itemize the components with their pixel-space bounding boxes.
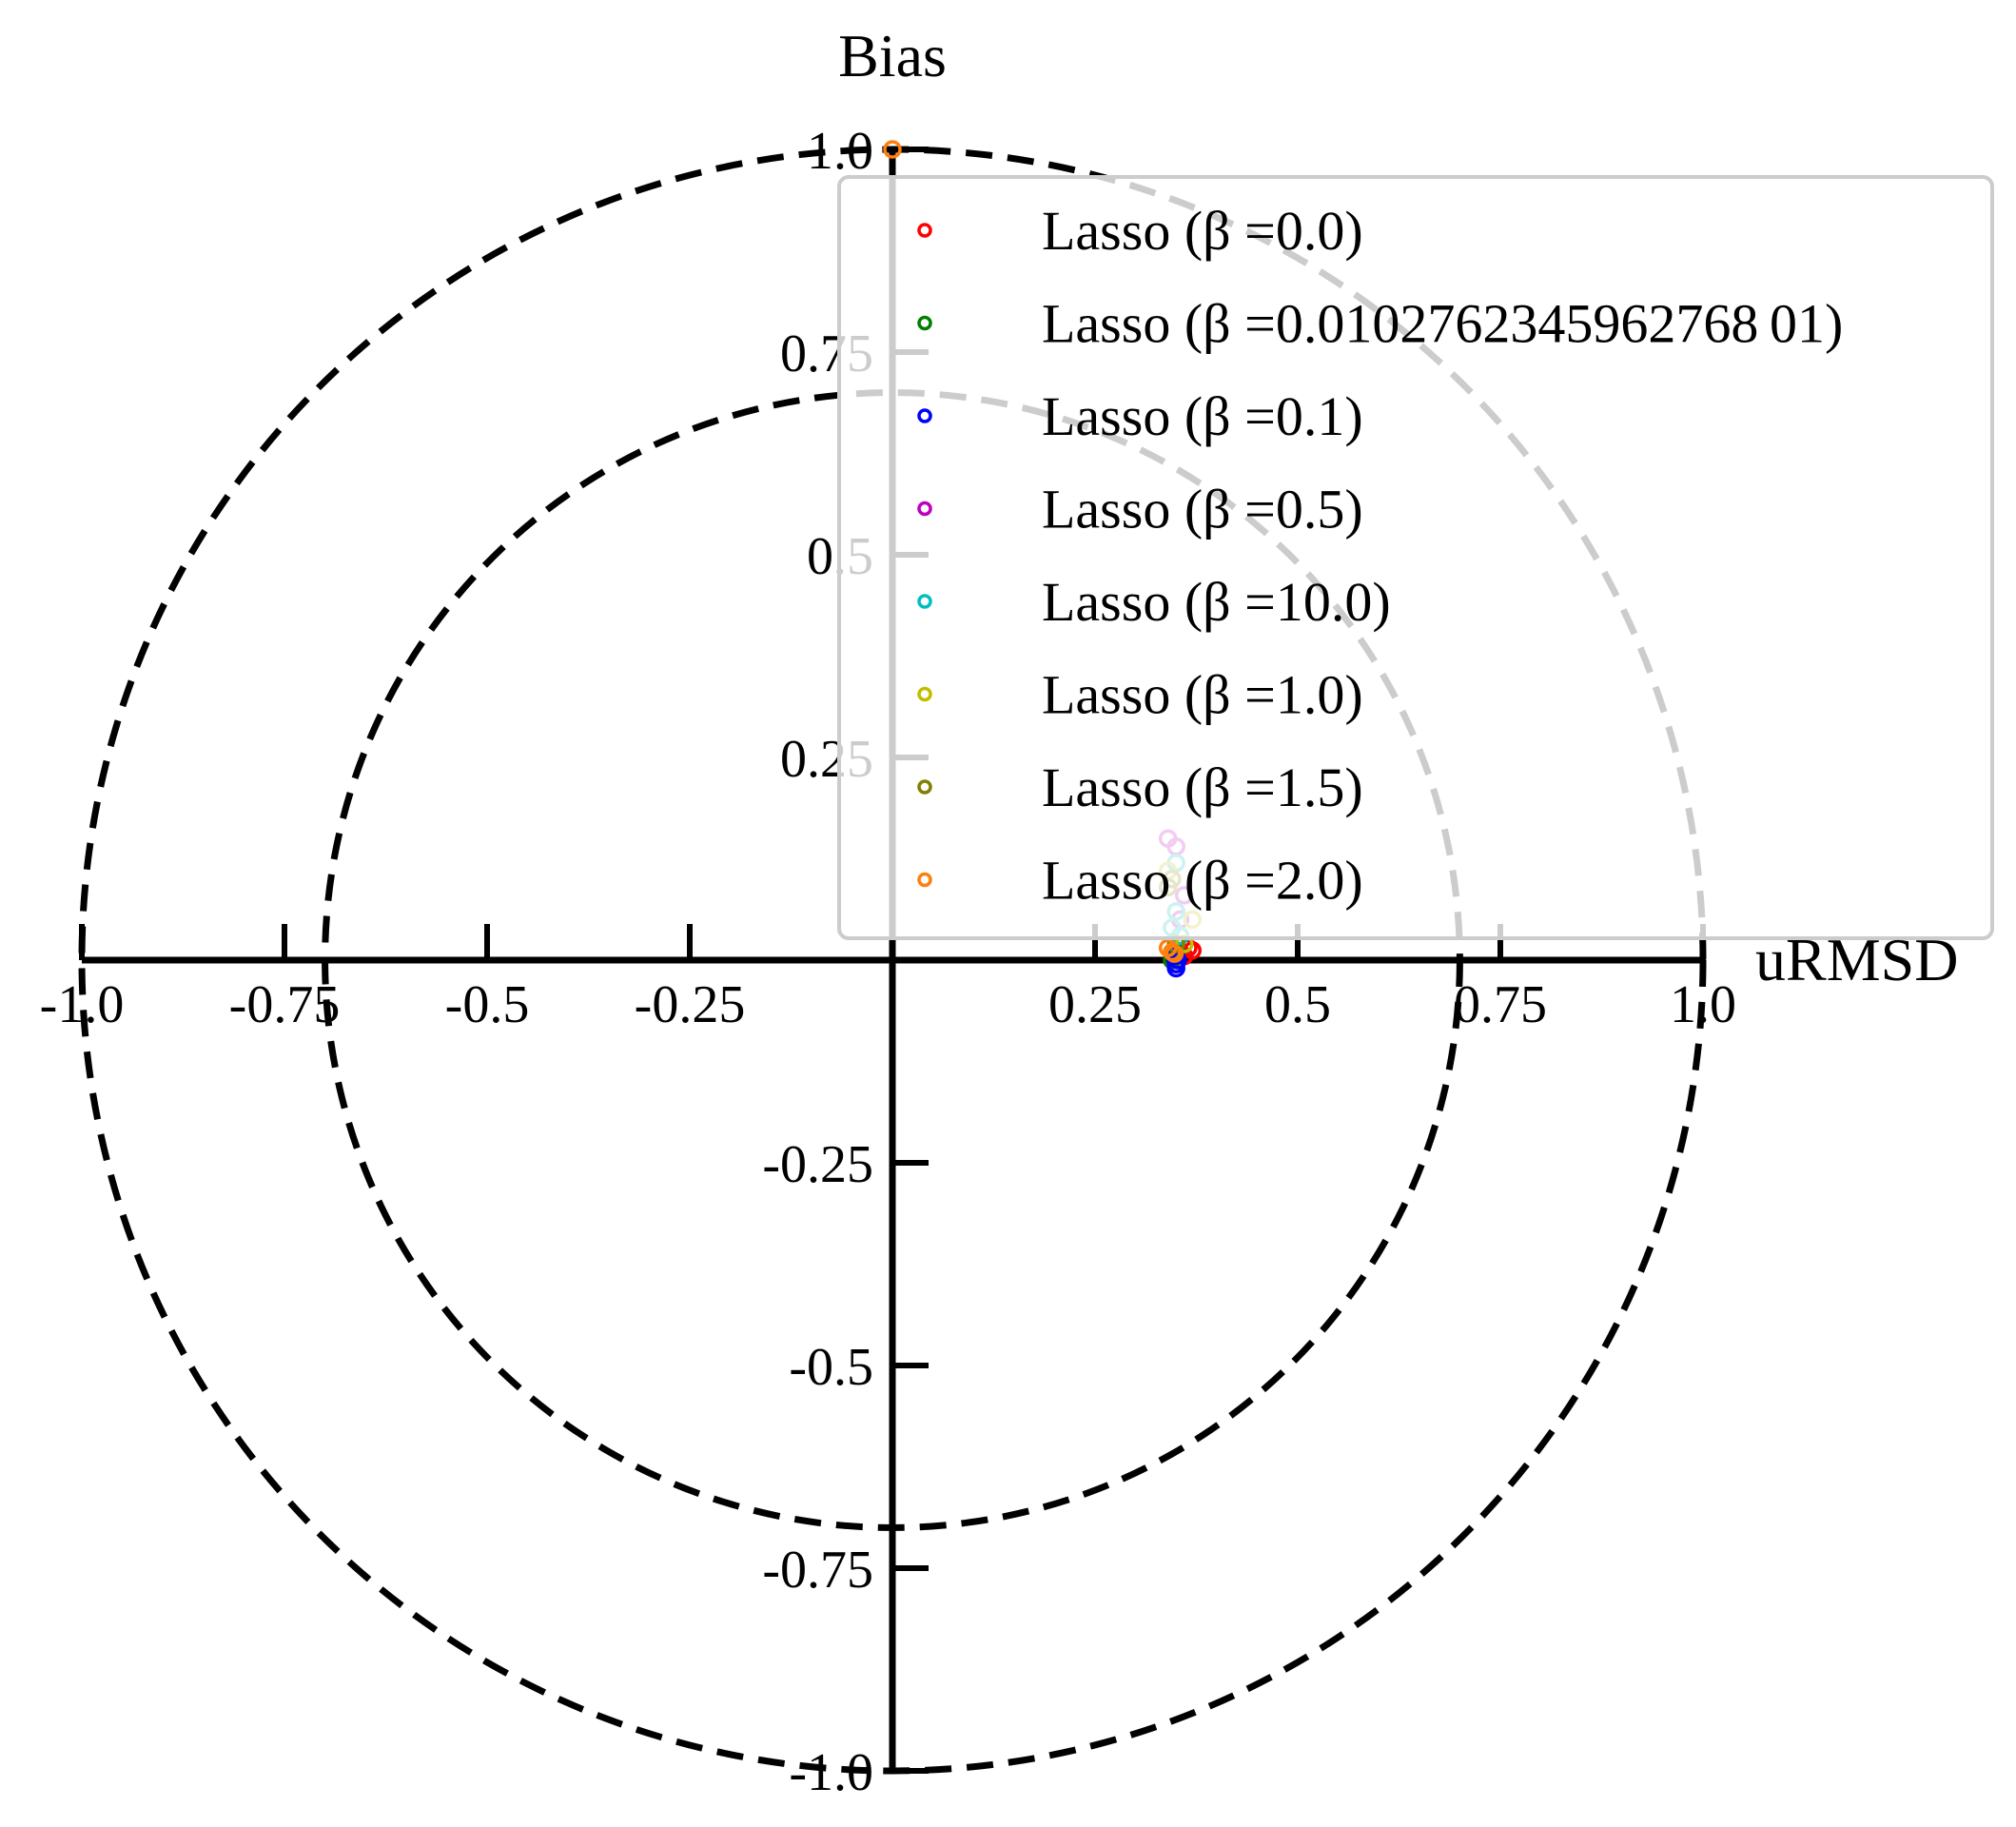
legend-marker xyxy=(917,872,932,888)
x-tick-label: 0.75 xyxy=(1454,975,1547,1034)
legend-label: Lasso (β =0.0102762345962768 01) xyxy=(1042,293,1843,355)
data-point xyxy=(883,140,902,159)
legend-marker xyxy=(917,408,932,423)
legend-label: Lasso (β =10.0) xyxy=(1042,571,1391,633)
x-tick-label: -1.0 xyxy=(40,975,125,1034)
legend-marker xyxy=(917,779,932,795)
data-point xyxy=(1165,944,1184,963)
x-tick-label: 1.0 xyxy=(1670,975,1736,1034)
y-axis-label: Bias xyxy=(838,22,947,89)
y-tick-label: -0.75 xyxy=(762,1541,873,1600)
y-tick-label: -0.25 xyxy=(762,1135,873,1194)
x-tick-label: -0.5 xyxy=(445,975,530,1034)
legend-label: Lasso (β =1.0) xyxy=(1042,664,1363,726)
legend-label: Lasso (β =1.5) xyxy=(1042,756,1363,818)
legend-label: Lasso (β =0.1) xyxy=(1042,385,1363,447)
legend-box xyxy=(837,175,1994,940)
legend-marker xyxy=(917,594,932,609)
y-tick-label: 1.0 xyxy=(807,122,873,181)
y-tick-label: -1.0 xyxy=(789,1743,873,1802)
legend: Lasso (β =0.0) Lasso (β =0.01027623459627… xyxy=(837,175,1994,940)
x-tick-label: -0.25 xyxy=(635,975,746,1034)
x-axis-label: uRMSD xyxy=(1755,926,1958,993)
x-tick-label: 0.5 xyxy=(1264,975,1331,1034)
legend-label: Lasso (β =0.5) xyxy=(1042,479,1363,540)
x-tick-label: -0.75 xyxy=(229,975,341,1034)
legend-marker xyxy=(917,686,932,702)
legend-label: Lasso (β =2.0) xyxy=(1042,850,1363,912)
legend-marker xyxy=(917,315,932,331)
legend-marker xyxy=(917,223,932,238)
legend-label: Lasso (β =0.0) xyxy=(1042,200,1363,262)
x-tick-label: 0.25 xyxy=(1048,975,1142,1034)
y-tick-label: -0.5 xyxy=(789,1338,873,1397)
legend-marker xyxy=(917,501,932,517)
